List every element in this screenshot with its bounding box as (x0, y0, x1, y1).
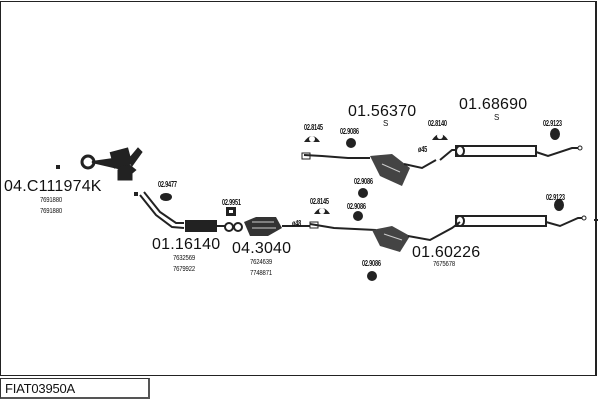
part-number-manifold[interactable]: 04.C111974K (4, 178, 102, 195)
hanger-02-9123-lower-icon[interactable] (554, 199, 564, 211)
upper-silencer-assembly[interactable] (301, 145, 583, 186)
flange-icon[interactable] (224, 222, 243, 232)
diameter-label: ø45 (418, 145, 428, 154)
part-number-front-pipe[interactable]: 01.16140 (152, 236, 221, 253)
fitting-code[interactable]: 02.9123 (546, 193, 565, 202)
marker-dot (134, 192, 138, 196)
mount-02-8145-lower-icon[interactable] (314, 208, 330, 214)
mount-02-8140-icon[interactable] (432, 133, 448, 140)
fitting-code[interactable]: 02.9086 (347, 202, 366, 211)
catalytic-converter-part[interactable] (244, 217, 310, 236)
hanger-02-9086-lower-b-icon[interactable] (367, 271, 377, 281)
fitting-code[interactable]: 02.9951 (222, 198, 241, 207)
fitting-code[interactable]: 02.8140 (428, 119, 447, 128)
suffix-label: S (494, 113, 500, 122)
diameter-label: ø48 (292, 219, 302, 228)
marker-dot (56, 165, 60, 169)
manifold-part[interactable] (80, 147, 143, 181)
suffix-label: S (383, 119, 389, 128)
oe-number: 7675678 (433, 261, 455, 268)
reference-code: FIAT03950A (5, 381, 76, 396)
gasket-02-9951-icon[interactable] (226, 207, 236, 216)
fitting-code[interactable]: 02.9477 (158, 180, 177, 189)
part-number-upper-middle[interactable]: 01.56370 (348, 103, 417, 120)
oe-number: 7691880 (40, 197, 62, 204)
front-pipe-part[interactable] (139, 191, 226, 232)
diagram-frame (0, 1, 597, 376)
hanger-02-9123-upper-icon[interactable] (550, 128, 560, 140)
oe-number: 7691880 (40, 208, 62, 215)
part-number-catalyst[interactable]: 04.3040 (232, 240, 292, 257)
oe-number: 7632569 (173, 255, 195, 262)
hanger-02-9086-upper-b-icon[interactable] (358, 188, 368, 198)
oe-number: 7748871 (250, 270, 272, 277)
hanger-02-9086-lower-a-icon[interactable] (353, 211, 363, 221)
fitting-code[interactable]: 02.9086 (354, 177, 373, 186)
oe-number: 7624639 (250, 259, 272, 266)
lower-silencer-assembly[interactable] (309, 215, 587, 252)
fitting-code[interactable]: 02.9086 (362, 259, 381, 268)
fitting-code[interactable]: 02.9123 (543, 119, 562, 128)
oe-number: 7679922 (173, 266, 195, 273)
reference-box: FIAT03950A (0, 378, 150, 399)
fitting-code[interactable]: 02.8145 (310, 197, 329, 206)
part-number-upper-rear[interactable]: 01.68690 (459, 96, 528, 113)
clamp-02-9477-icon[interactable] (160, 193, 172, 201)
fitting-code[interactable]: 02.9086 (340, 127, 359, 136)
hanger-02-9086-upper-a-icon[interactable] (346, 138, 356, 148)
mount-02-8145-upper-icon[interactable] (304, 136, 320, 142)
marker-dot (594, 219, 598, 221)
fitting-code[interactable]: 02.8145 (304, 123, 323, 132)
part-number-lower-silencer[interactable]: 01.60226 (412, 244, 481, 261)
